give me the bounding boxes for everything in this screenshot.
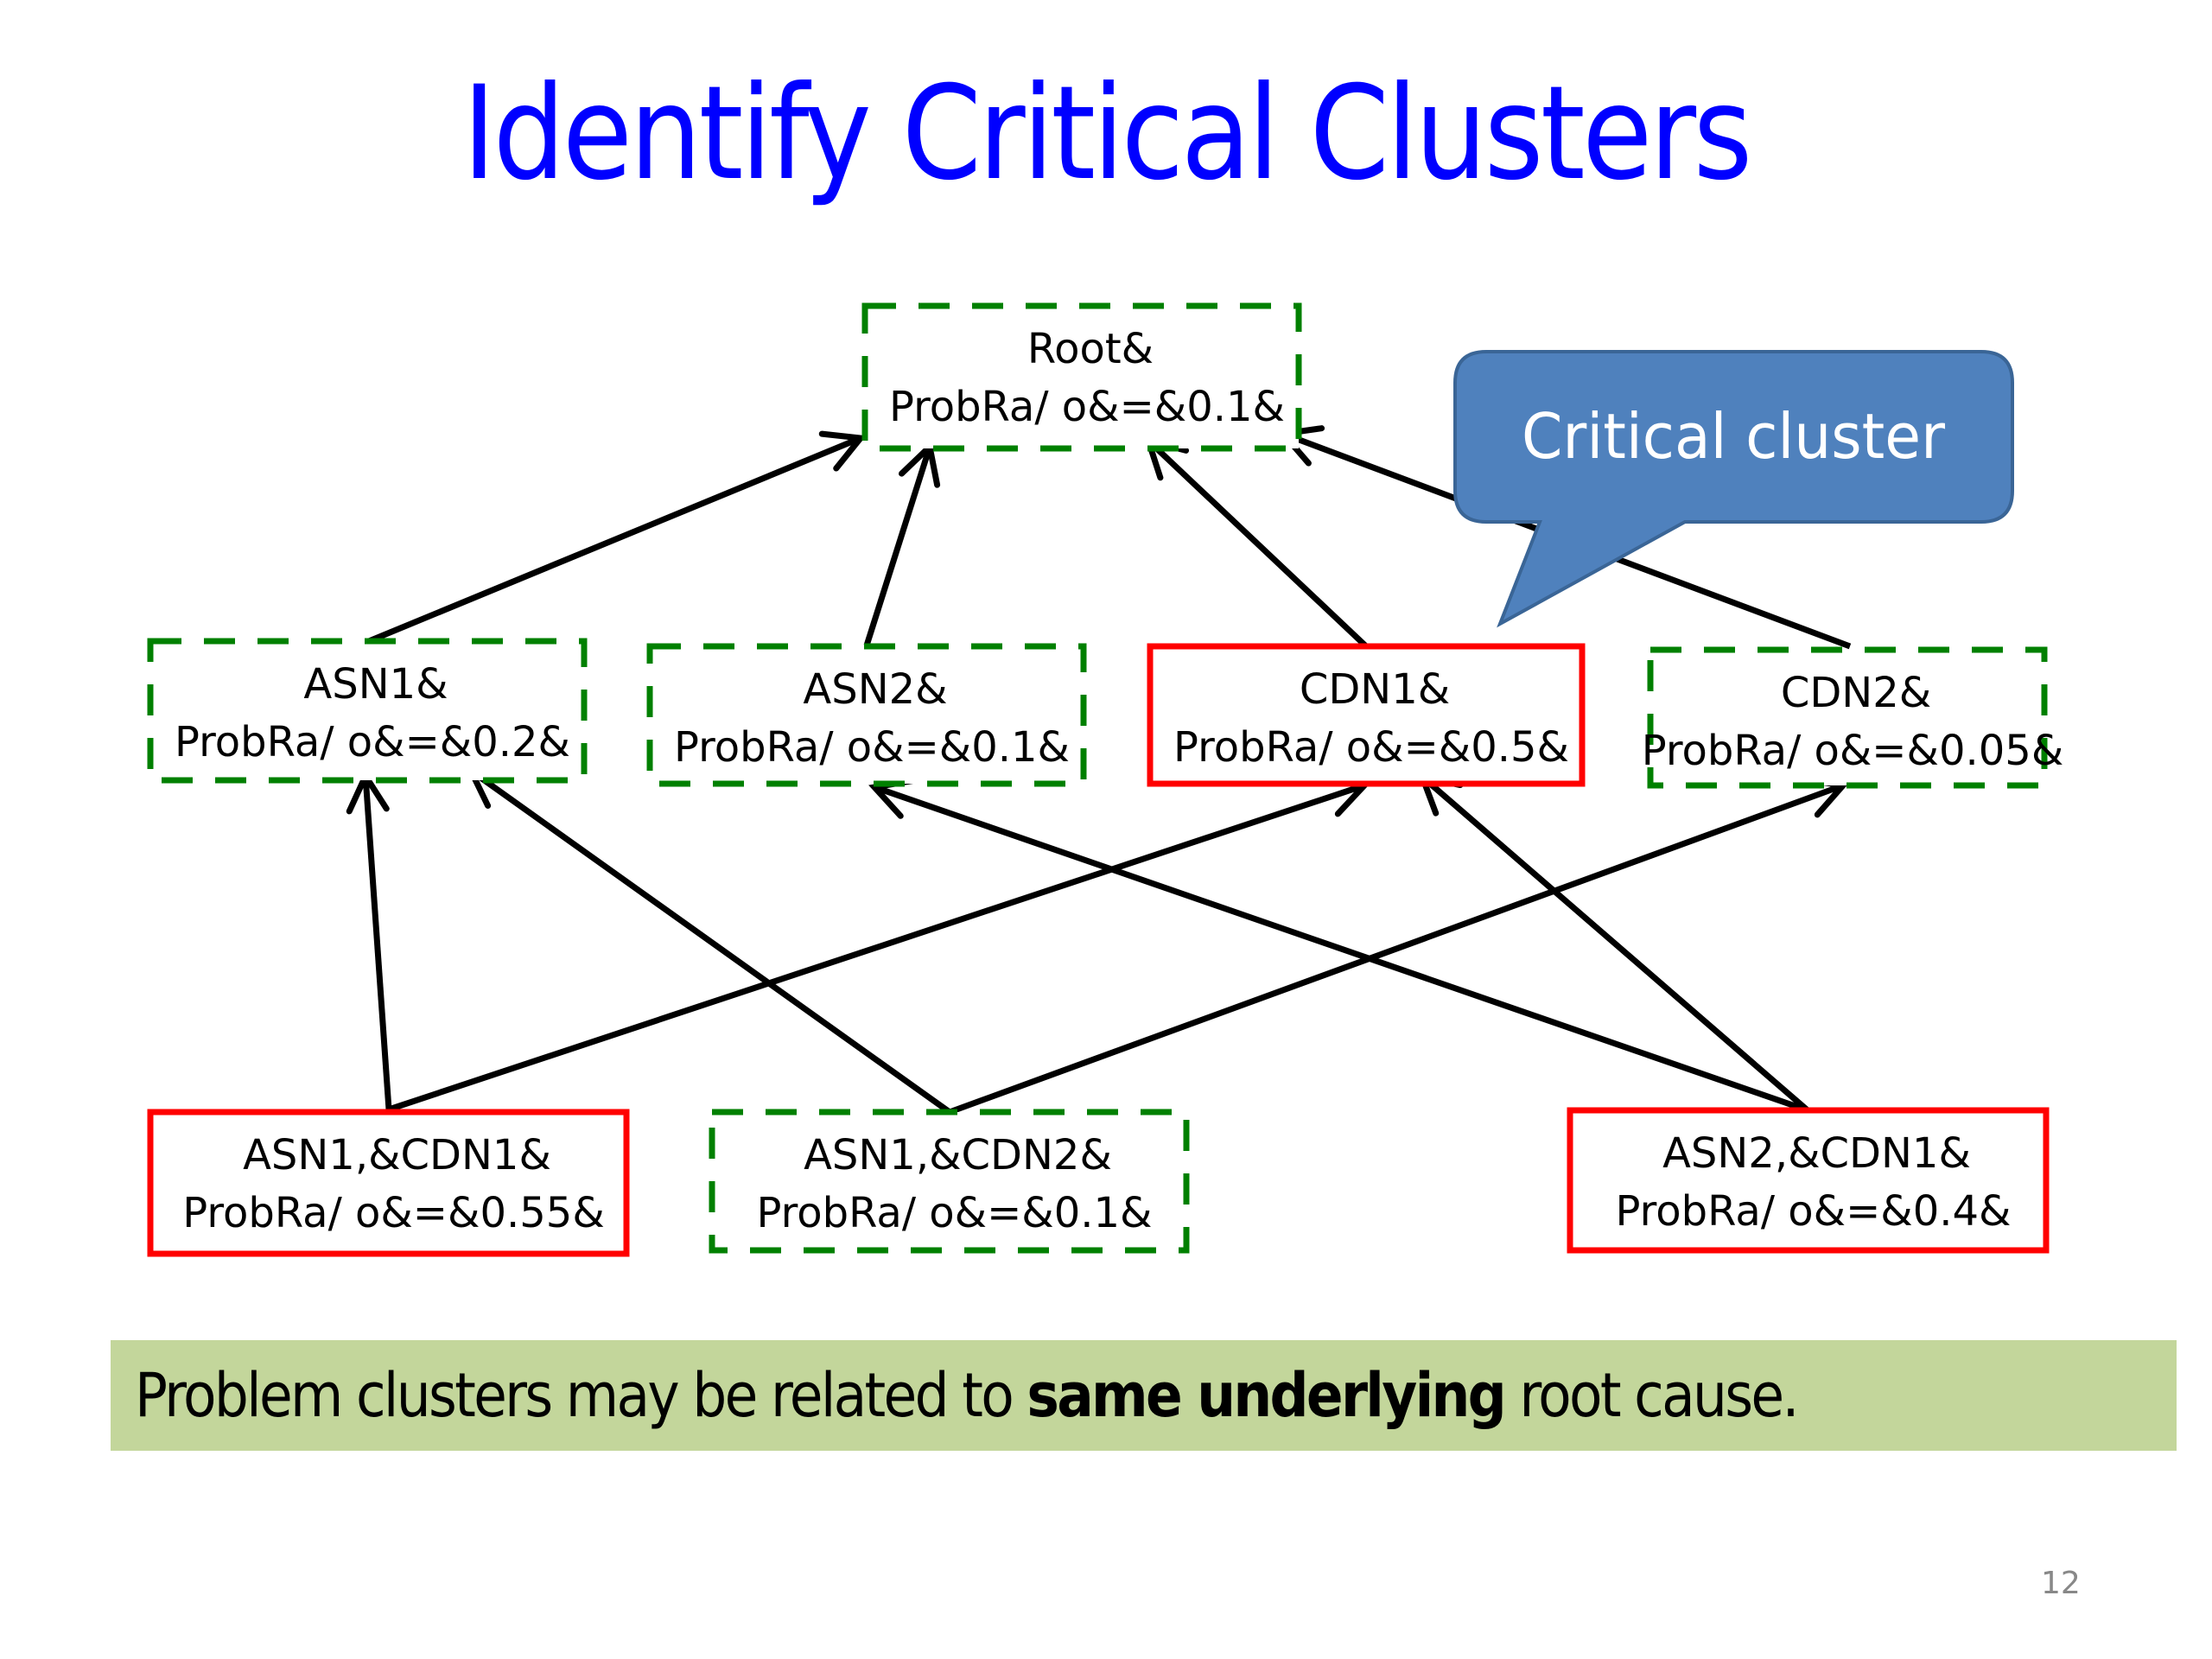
cluster-probability: ProbRa/ o&=&0.05& xyxy=(1642,727,2064,775)
edge-line xyxy=(1146,438,1368,648)
edge-line xyxy=(387,782,1366,1113)
arrowhead-icon xyxy=(818,430,867,472)
edge-asn2-to-root xyxy=(863,441,941,647)
cluster-node-cdn1: CDN1&ProbRa/ o&=&0.5& xyxy=(1147,643,1586,787)
cluster-box xyxy=(709,1109,1190,1254)
cluster-label: ASN1,&CDN2& xyxy=(804,1131,1112,1179)
cluster-node-asn2: ASN2&ProbRa/ o&=&0.1& xyxy=(646,643,1087,787)
cluster-node-asn1cdn1: ASN1,&CDN1&ProbRa/ o&=&0.55& xyxy=(147,1109,630,1257)
cluster-box xyxy=(646,643,1087,787)
edge-line xyxy=(1420,774,1810,1113)
edge-line xyxy=(873,784,1809,1114)
edge-line xyxy=(362,775,392,1110)
banner-text-end: root cause. xyxy=(1504,1360,1799,1431)
banner-text-regular: Problem clusters may be related to xyxy=(135,1360,1027,1431)
nodes-layer: Root&ProbRa/ o&=&0.1&ASN1&ProbRa/ o&=&0.… xyxy=(147,302,2064,1257)
critical-cluster-box xyxy=(147,1109,630,1257)
cluster-probability: ProbRa/ o&=&0.4& xyxy=(1616,1187,2012,1236)
cluster-label: ASN1& xyxy=(303,660,448,709)
cluster-box xyxy=(861,302,1302,452)
edge-line xyxy=(468,768,952,1115)
cluster-label: Root& xyxy=(1027,325,1154,373)
critical-cluster-box xyxy=(1567,1107,2050,1254)
edge-asn1-to-root xyxy=(367,430,867,645)
edge-line xyxy=(948,782,1845,1116)
edge-cdn1-to-root xyxy=(1143,435,1368,648)
banner-text: Problem clusters may be related to same … xyxy=(135,1360,1799,1431)
cluster-probability: ProbRa/ o&=&0.55& xyxy=(182,1189,605,1237)
cluster-probability: ProbRa/ o&=&0.1& xyxy=(674,723,1070,772)
cluster-probability: ProbRa/ o&=&0.5& xyxy=(1173,723,1569,772)
takeaway-banner: Problem clusters may be related to same … xyxy=(111,1340,2177,1451)
cluster-label: ASN2& xyxy=(803,665,947,714)
cluster-node-asn1cdn2: ASN1,&CDN2&ProbRa/ o&=&0.1& xyxy=(709,1109,1190,1254)
edge-line xyxy=(863,445,933,647)
cluster-probability: ProbRa/ o&=&0.2& xyxy=(175,718,570,766)
banner-text-bold: same underlying xyxy=(1027,1360,1506,1431)
cluster-box xyxy=(147,638,588,784)
callout-text: Critical cluster xyxy=(1522,400,1945,473)
page-number: 12 xyxy=(2041,1566,2081,1601)
cluster-label: CDN1& xyxy=(1300,665,1450,714)
edge-asn2cdn1-to-asn2 xyxy=(868,778,1809,1114)
cluster-label: ASN1,&CDN1& xyxy=(243,1131,551,1179)
cluster-label: CDN2& xyxy=(1781,669,1931,717)
critical-cluster-callout: Critical cluster xyxy=(1453,350,2014,628)
edge-line xyxy=(367,435,862,645)
cluster-probability: ProbRa/ o&=&0.1& xyxy=(757,1189,1153,1237)
cluster-node-root: Root&ProbRa/ o&=&0.1& xyxy=(861,302,1302,452)
edge-asn1cdn2-to-cdn2 xyxy=(948,776,1849,1116)
cluster-box xyxy=(1647,646,2048,789)
critical-cluster-box xyxy=(1147,643,1586,787)
cluster-node-asn1: ASN1&ProbRa/ o&=&0.2& xyxy=(147,638,588,784)
cluster-label: ASN2,&CDN1& xyxy=(1662,1129,1971,1178)
edge-asn2cdn1-to-cdn1 xyxy=(1417,772,1810,1113)
callout-bubble xyxy=(1453,350,2014,628)
slide-title: Identify Critical Clusters xyxy=(462,59,1752,209)
cluster-node-asn2cdn1: ASN2,&CDN1&ProbRa/ o&=&0.4& xyxy=(1567,1107,2050,1254)
cluster-node-cdn2: CDN2&ProbRa/ o&=&0.05& xyxy=(1642,646,2064,789)
edge-asn1cdn1-to-asn1 xyxy=(346,769,392,1110)
cluster-probability: ProbRa/ o&=&0.1& xyxy=(889,383,1285,431)
